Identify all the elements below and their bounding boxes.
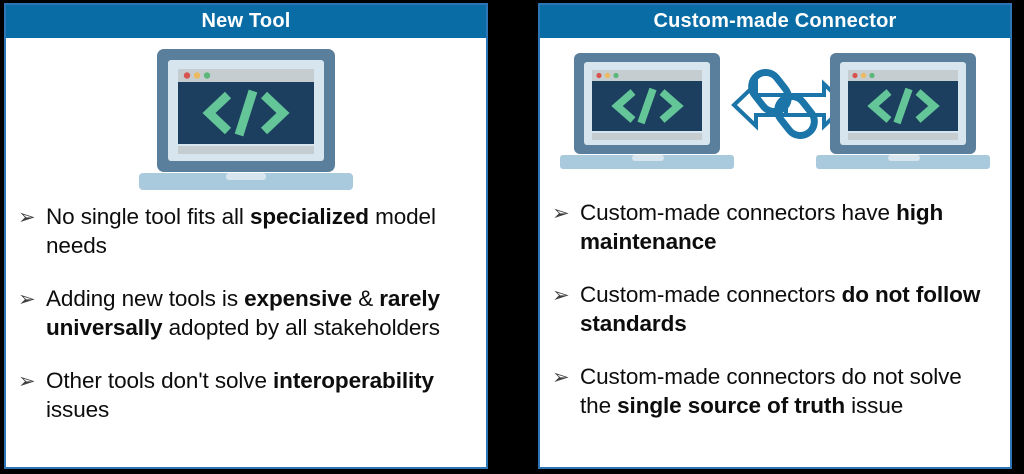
bullet-arrow-icon: ➢ [552, 201, 570, 225]
bullet-text: No single tool fits all specialized mode… [46, 204, 436, 258]
bullet-arrow-icon: ➢ [552, 283, 570, 307]
bullet-text: Custom-made connectors do not solve the … [580, 364, 962, 418]
laptop-right-icon [816, 53, 990, 169]
two-laptops-chain-arrow-illustration [540, 38, 1010, 194]
laptop-icon [135, 47, 357, 195]
custom-made-connector-bullet-list: ➢ Custom-made connectors have high maint… [540, 194, 1010, 467]
bullet-text: Custom-made connectors do not follow sta… [580, 282, 981, 336]
panel-custom-made-connector: Custom-made Connector [538, 3, 1012, 469]
list-item: ➢ Other tools don't solve interoperabili… [18, 366, 472, 424]
new-tool-bullet-list: ➢ No single tool fits all specialized mo… [6, 198, 486, 467]
list-item: ➢ Custom-made connectors do not solve th… [552, 362, 994, 420]
list-item: ➢ No single tool fits all specialized mo… [18, 202, 472, 260]
panel-custom-made-connector-header: Custom-made Connector [540, 5, 1010, 38]
bullet-arrow-icon: ➢ [552, 365, 570, 389]
panel-new-tool-header: New Tool [6, 5, 486, 38]
bullet-arrow-icon: ➢ [18, 287, 36, 311]
laptop-left-icon [560, 53, 734, 169]
list-item: ➢ Adding new tools is expensive & rarely… [18, 284, 472, 342]
single-laptop-code-illustration [6, 38, 486, 198]
bullet-arrow-icon: ➢ [18, 369, 36, 393]
bullet-text: Adding new tools is expensive & rarely u… [46, 286, 440, 340]
list-item: ➢ Custom-made connectors do not follow s… [552, 280, 994, 338]
laptops-connector-group [560, 51, 990, 185]
list-item: ➢ Custom-made connectors have high maint… [552, 198, 994, 256]
panel-custom-made-connector-body: ➢ Custom-made connectors have high maint… [540, 38, 1010, 467]
panel-new-tool-body: ➢ No single tool fits all specialized mo… [6, 38, 486, 467]
panel-new-tool: New Tool [4, 3, 488, 469]
chain-link-icon [748, 68, 818, 140]
bullet-text: Other tools don't solve interoperability… [46, 368, 434, 422]
bullet-text: Custom-made connectors have high mainten… [580, 200, 944, 254]
bullet-arrow-icon: ➢ [18, 205, 36, 229]
